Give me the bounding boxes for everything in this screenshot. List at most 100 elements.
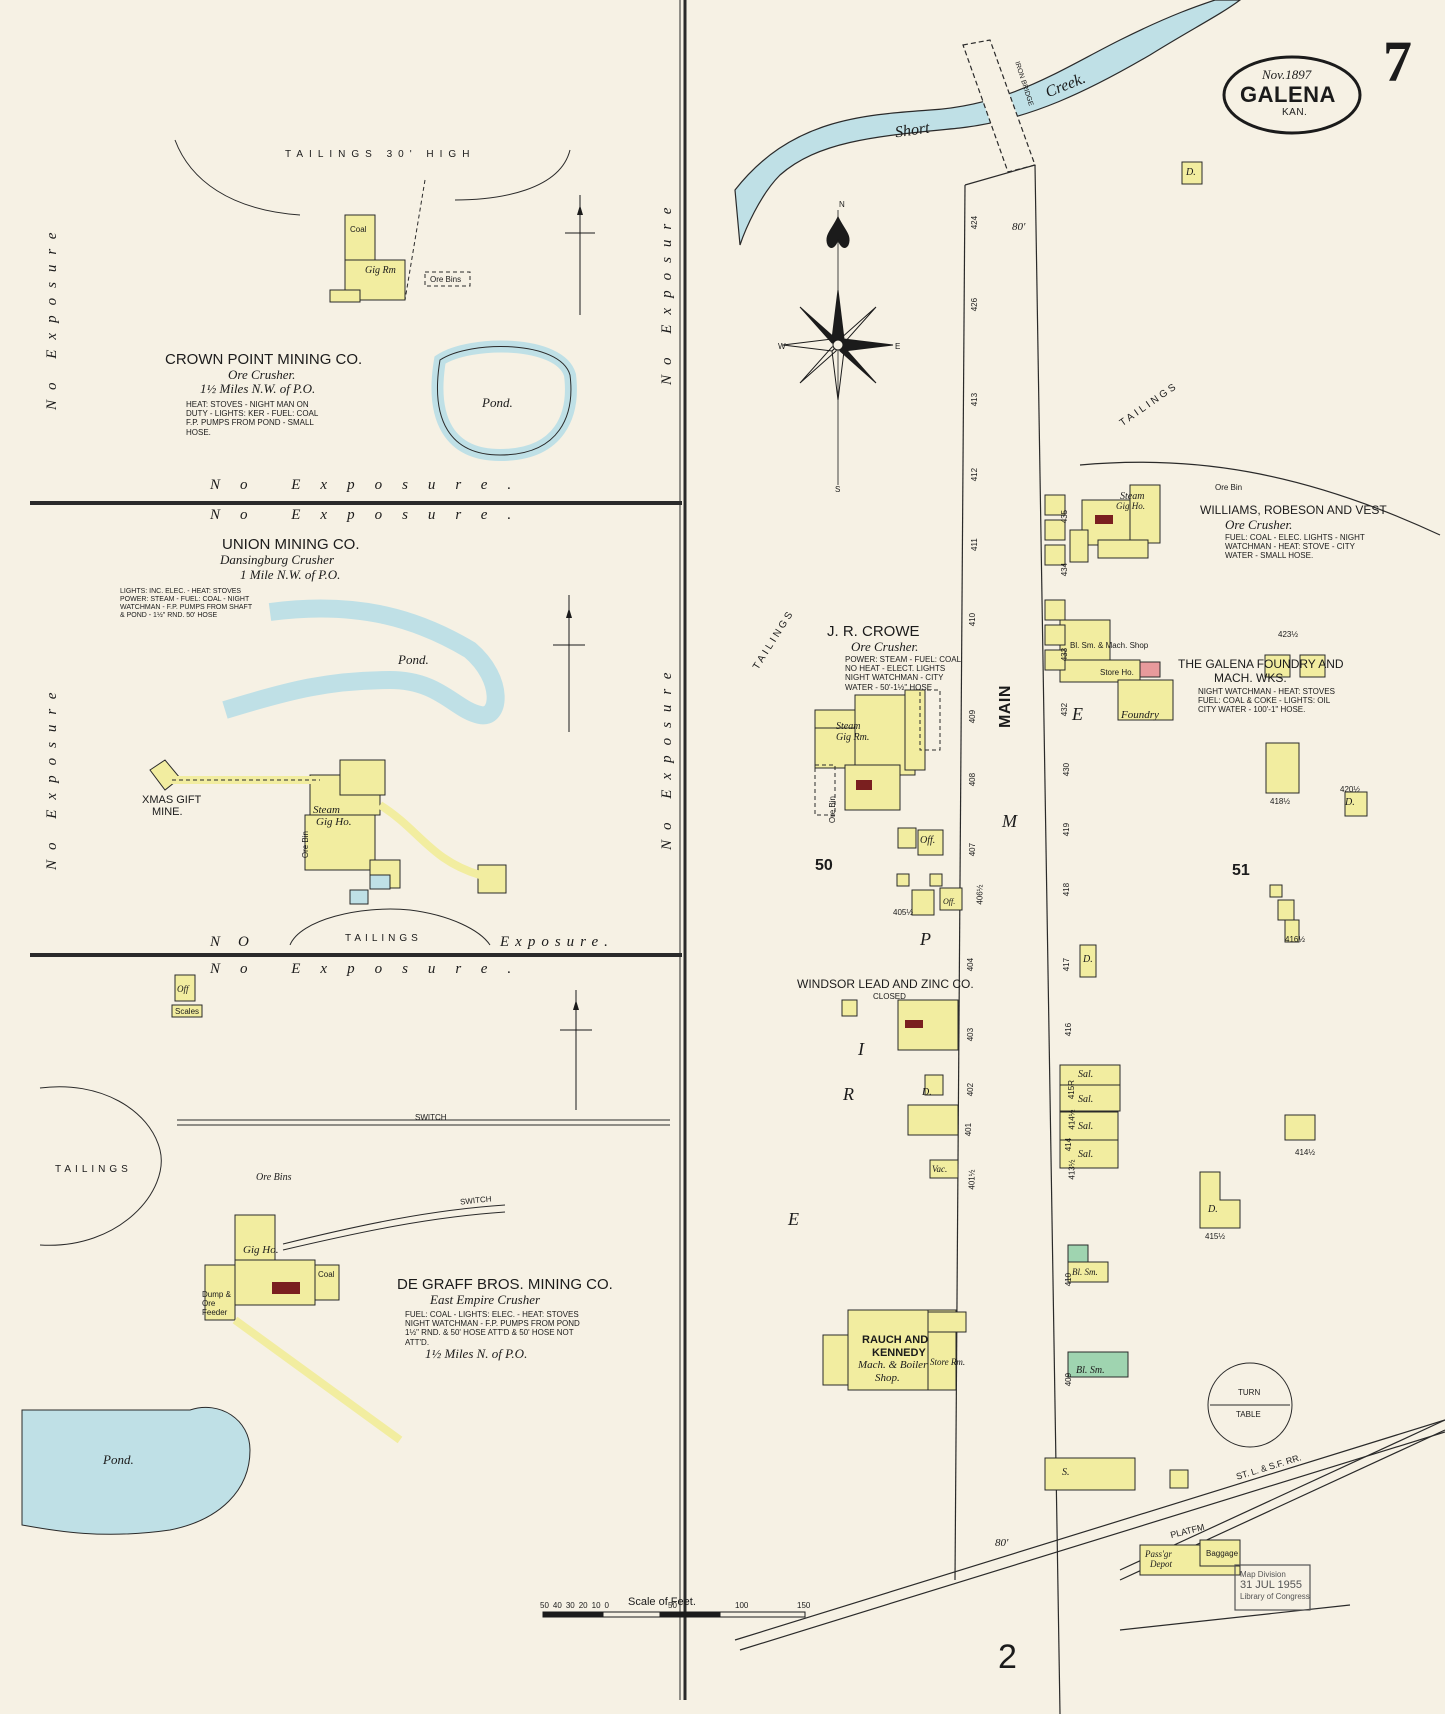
vacant-1: Vac. xyxy=(932,1164,948,1174)
degraff-switch: SWITCH xyxy=(415,1113,447,1122)
foundry-shop: Bl. Sm. & Mach. Shop xyxy=(1070,641,1149,650)
degraff-coal: Coal xyxy=(318,1270,335,1279)
library-stamp xyxy=(1234,1564,1311,1611)
degraff-buildings xyxy=(171,974,340,1321)
block-50: 50 xyxy=(815,857,833,874)
addr-right-13: 413½ xyxy=(1067,1159,1077,1180)
addr-right-8: 417 xyxy=(1062,957,1072,972)
union-buildings xyxy=(149,759,507,894)
windsor-status: CLOSED xyxy=(873,992,906,1001)
depot-label-1: Pass'gr xyxy=(1145,1549,1172,1559)
degraff-off: Off xyxy=(177,984,189,994)
dwelling-2: D. xyxy=(1083,954,1093,965)
degraff-ore-bins: Ore Bins xyxy=(256,1172,292,1183)
degraff-pond: Pond. xyxy=(103,1452,134,1467)
avenue-letter-3: P xyxy=(920,929,931,949)
addr-left-8: 408 xyxy=(968,772,978,787)
addr-right-4: 432 xyxy=(1060,702,1070,717)
foundry-foundry: Foundry xyxy=(1121,709,1159,721)
addr-left-9: 407 xyxy=(968,842,978,857)
addr-far-right-4: 416½ xyxy=(1285,935,1306,944)
union-steam: Steam xyxy=(313,804,340,816)
rauch-store: Store Rm. xyxy=(930,1357,966,1367)
addr-left-1: 424 xyxy=(970,215,980,230)
degraff-tailings-outline xyxy=(39,1086,162,1246)
dwelling-3: D. xyxy=(1208,1204,1218,1215)
turn-table-label-2: TABLE xyxy=(1236,1410,1261,1419)
addr-far-right-2: 420½ xyxy=(1340,785,1361,794)
addr-far-right-5: 414½ xyxy=(1295,1148,1316,1157)
crown-tailings-label: TAILINGS 30' HIGH xyxy=(285,149,476,160)
degraff-tailings: TAILINGS xyxy=(55,1164,132,1175)
addr-right-5: 430 xyxy=(1062,762,1072,777)
block-51: 51 xyxy=(1232,862,1250,879)
dwelling-4: D. xyxy=(922,1087,932,1098)
addr-far-right-3: 418½ xyxy=(1270,797,1291,806)
addr-left-4: 412 xyxy=(970,467,980,482)
street-width-top: 80' xyxy=(1012,221,1026,233)
union-type: Dansingburg Crusher xyxy=(220,552,335,567)
addr-mid-2: 406½ xyxy=(975,884,985,905)
addr-right-9: 416 xyxy=(1064,1022,1074,1037)
union-bottom-exposure: Exposure. xyxy=(500,934,614,950)
scale-bar xyxy=(542,1611,806,1618)
williams-ore-bin: Ore Bin xyxy=(1215,483,1243,492)
addr-far-right-1: 423½ xyxy=(1278,630,1299,639)
rauch-company-4: Shop. xyxy=(875,1372,900,1384)
union-company: UNION MINING CO. xyxy=(222,536,360,553)
union-pond: Pond. xyxy=(398,652,429,667)
addr-right-2: 434 xyxy=(1060,562,1070,577)
compass-w: W xyxy=(778,342,786,351)
bl-sm-label-2: Bl. Sm. xyxy=(1076,1365,1105,1376)
rauch-company-1: RAUCH AND xyxy=(862,1334,929,1346)
degraff-type: East Empire Crusher xyxy=(430,1292,541,1307)
addr-left-3: 413 xyxy=(970,392,980,407)
crowe-company: J. R. CROWE xyxy=(827,623,920,640)
addr-right-14: 410 xyxy=(1064,1272,1074,1287)
addr-right-7: 418 xyxy=(1062,882,1072,897)
bl-sm-label-1: Bl. Sm. xyxy=(1072,1267,1098,1277)
crowe-gig: Gig Rm. xyxy=(836,732,870,743)
scale-title: Scale of Feet. xyxy=(628,1596,696,1608)
addr-left-5: 411 xyxy=(969,538,979,551)
rauch-company-2: KENNEDY xyxy=(872,1347,926,1359)
union-no-exposure-right: No Exposure xyxy=(659,662,675,850)
crown-point-tailings-outline xyxy=(174,139,571,216)
avenue-letter-4: I xyxy=(858,1039,864,1059)
addr-right-3: 433 xyxy=(1060,647,1070,662)
dwelling-5: D. xyxy=(1345,797,1355,808)
williams-steam: Steam xyxy=(1120,491,1145,502)
degraff-company: DE GRAFF BROS. MINING CO. xyxy=(397,1276,613,1293)
scale-tick-50: 50 xyxy=(668,1601,677,1610)
avenue-letter-6: E xyxy=(788,1209,799,1229)
degraff-dump: Dump & Ore Feeder xyxy=(202,1290,231,1318)
crown-gig: Gig Rm xyxy=(365,265,396,276)
williams-type: Ore Crusher. xyxy=(1225,517,1293,532)
main-street xyxy=(954,164,1061,1714)
union-mine-2: MINE. xyxy=(152,806,183,818)
williams-gig: Gig Ho. xyxy=(1116,501,1145,511)
addr-left-10: 404 xyxy=(966,957,976,972)
crown-no-exposure-right: No Exposure xyxy=(659,197,675,385)
addr-right-11: 414½ xyxy=(1067,1109,1077,1130)
union-gig: Gig Ho. xyxy=(316,816,352,828)
compass-s: S xyxy=(835,485,841,494)
union-ore-bin: Ore Bin xyxy=(300,831,310,859)
avenue-letter-2: M xyxy=(1002,811,1017,831)
degraff-scales: Scales xyxy=(175,1007,200,1016)
crowe-steam: Steam xyxy=(836,721,861,732)
sheet-date: Nov.1897 xyxy=(1262,67,1312,82)
avenue-letter-5: R xyxy=(843,1084,854,1104)
degraff-gig: Gig Ho. xyxy=(243,1244,279,1256)
dwelling-1: D. xyxy=(1186,167,1196,178)
addr-right-1: 435 xyxy=(1060,509,1070,524)
office-1: Off. xyxy=(920,835,936,846)
foundry-store: Store Ho. xyxy=(1100,668,1134,677)
crowe-type: Ore Crusher. xyxy=(851,639,919,654)
rauch-company-3: Mach. & Boiler xyxy=(858,1359,928,1371)
crown-point-buildings xyxy=(329,214,471,303)
